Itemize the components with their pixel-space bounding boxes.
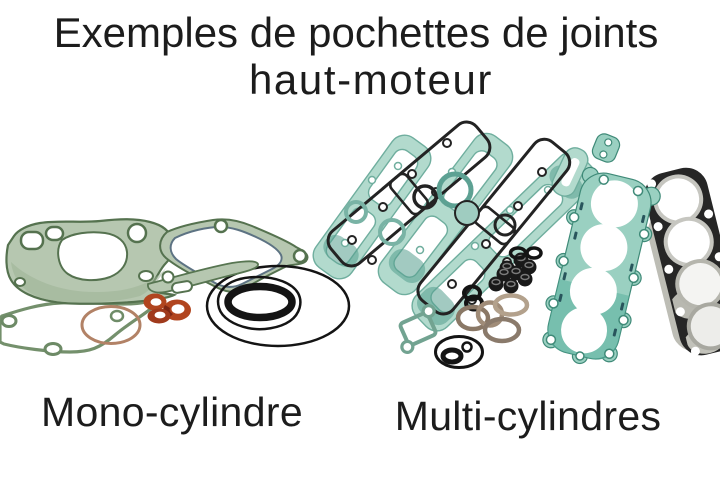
svg-text:Mono-cylindre: Mono-cylindre [41, 389, 303, 435]
svg-text:Exemples de pochettes de joint: Exemples de pochettes de joints [54, 9, 659, 56]
svg-text:Multi-cylindres: Multi-cylindres [395, 393, 662, 439]
svg-text:haut-moteur: haut-moteur [249, 56, 493, 103]
